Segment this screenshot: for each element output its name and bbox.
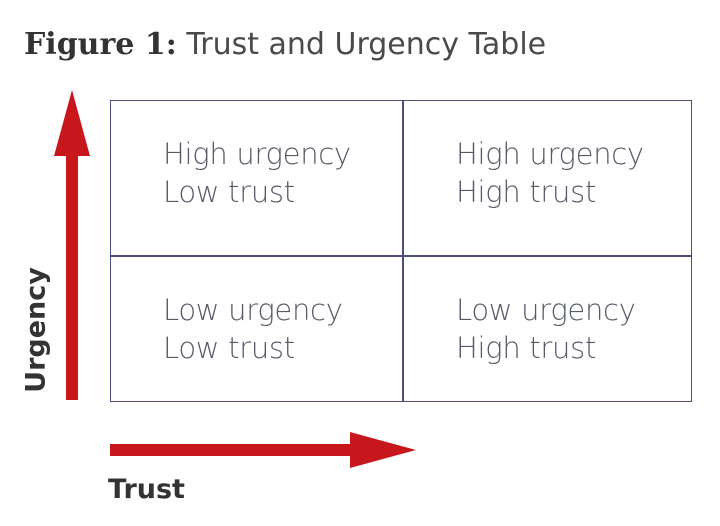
quadrant-urgency-text: High urgency [456, 137, 644, 171]
quadrant-urgency-text: Low urgency [456, 293, 636, 327]
quadrant-bottom-right: Low urgency High trust [456, 291, 706, 367]
grid-horizontal-divider [111, 255, 691, 257]
y-axis-arrow [54, 90, 90, 400]
quadrant-trust-text: High trust [456, 331, 597, 365]
figure-title-text: Trust and Urgency Table [186, 27, 547, 62]
y-axis-arrow-head [54, 90, 90, 156]
figure-title: Figure 1: Trust and Urgency Table [24, 30, 546, 60]
quadrant-urgency-text: Low urgency [163, 293, 343, 327]
quadrant-top-left: High urgency Low trust [163, 135, 413, 211]
figure-label: Figure 1: [24, 27, 177, 62]
quadrant-bottom-left: Low urgency Low trust [163, 291, 413, 367]
x-axis-arrow-shaft [110, 444, 358, 456]
quadrant-top-right: High urgency High trust [456, 135, 706, 211]
grid-vertical-divider [402, 101, 404, 401]
quadrant-urgency-text: High urgency [163, 137, 351, 171]
x-axis-arrow [110, 432, 416, 468]
x-axis-arrow-head [350, 432, 416, 468]
x-axis-label: Trust [108, 474, 185, 505]
quadrant-trust-text: High trust [456, 175, 597, 209]
y-axis-arrow-shaft [66, 150, 78, 400]
quadrant-grid: High urgency Low trust High urgency High… [110, 100, 692, 402]
quadrant-trust-text: Low trust [163, 175, 295, 209]
quadrant-trust-text: Low trust [163, 331, 295, 365]
y-axis-label: Urgency [20, 267, 52, 393]
